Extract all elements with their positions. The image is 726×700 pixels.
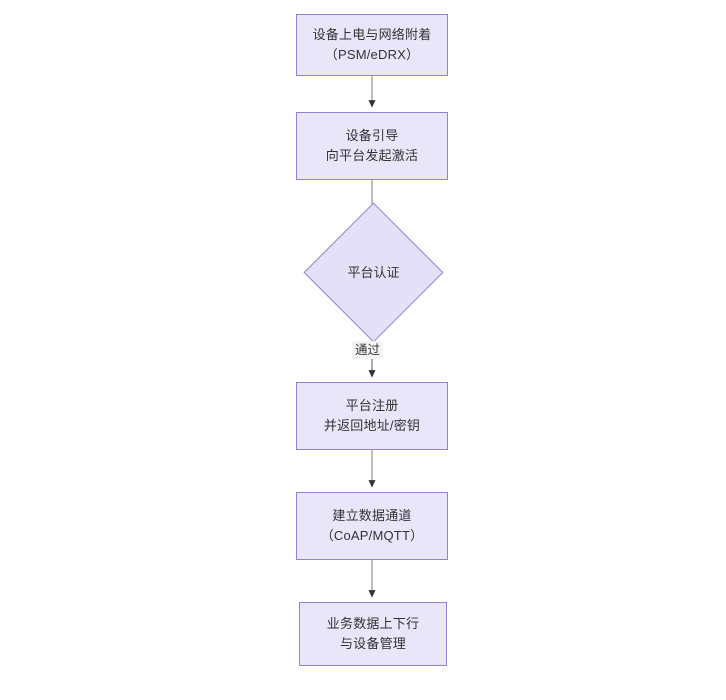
node-label-line-1: 设备上电与网络附着: [312, 27, 432, 42]
node-platform-registration[interactable]: 平台注册 并返回地址/密钥: [296, 382, 448, 450]
node-label-line-1: 设备引导: [345, 128, 399, 143]
node-establish-data-channel[interactable]: 建立数据通道 （CoAP/MQTT）: [296, 492, 448, 560]
node-label-line-2: 向平台发起激活: [325, 148, 419, 163]
node-label-line-1: 业务数据上下行: [326, 616, 420, 631]
node-business-data-and-device-management[interactable]: 业务数据上下行 与设备管理: [299, 602, 447, 666]
node-device-power-on[interactable]: 设备上电与网络附着 （PSM/eDRX）: [296, 14, 448, 76]
node-label-line-2: 并返回地址/密钥: [323, 418, 421, 433]
node-label-line-2: 与设备管理: [339, 636, 406, 651]
node-label-line-1: 平台注册: [345, 398, 399, 413]
node-label-line-1: 建立数据通道: [332, 508, 412, 523]
node-label-line-2: （CoAP/MQTT）: [320, 528, 424, 543]
node-label-line-2: （PSM/eDRX）: [324, 47, 420, 62]
node-platform-authentication[interactable]: 平台认证: [303, 202, 444, 343]
node-device-bootstrap[interactable]: 设备引导 向平台发起激活: [296, 112, 448, 180]
node-label-line-1: 平台认证: [347, 264, 400, 280]
edge-label-pass: 通过: [352, 341, 384, 359]
